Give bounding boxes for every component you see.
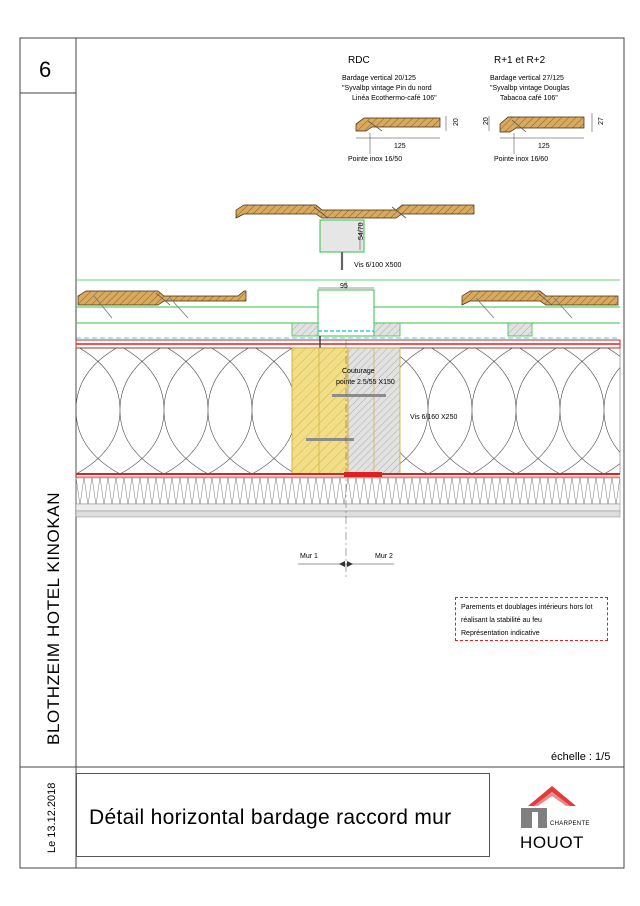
rdc-dim-width: 125 [394, 143, 406, 150]
wall-joint-axis [298, 340, 394, 578]
sheet-number: 6 [39, 57, 52, 82]
r1-line1: Bardage vertical 27/125 [490, 75, 564, 82]
upper-cladding-board [235, 204, 475, 219]
stitching-label-1: Couturage [342, 368, 375, 375]
upper-batten [319, 219, 365, 270]
batten-section-label: 54/70 [358, 222, 365, 240]
drawing-scale: échelle : 1/5 [551, 751, 611, 763]
company-subtitle: CHARPENTE [550, 821, 590, 827]
rdc-heading: RDC [348, 55, 370, 66]
r1-dim-thickness-left: 20 [483, 117, 490, 125]
rdc-line1: Bardage vertical 20/125 [342, 75, 416, 82]
r1-line2: "Syvalbp vintage Douglas [490, 85, 570, 92]
r1-dim-width: 125 [538, 143, 550, 150]
wall-posts [291, 347, 401, 475]
roof-logo-icon [521, 786, 576, 828]
company-name: HOUOT [520, 833, 584, 852]
r1-line3: Tabacoa café 106" [500, 95, 558, 102]
screw-top-label: Vis 6/100 X500 [354, 262, 401, 269]
r1-dim-thickness-right: 27 [598, 117, 605, 125]
r1-heading: R+1 et R+2 [494, 55, 546, 66]
rdc-dim-thickness: 20 [453, 118, 460, 126]
rdc-line2: "Syvalbp vintage Pin du nord [342, 85, 432, 92]
green-batten-lines [76, 279, 620, 337]
fire-stability-note: Parements et doublages intérieurs hors l… [455, 597, 608, 641]
battens-row [76, 322, 620, 339]
note-line-2: réalisant la stabilité au feu [461, 617, 542, 624]
wall1-label: Mur 1 [300, 553, 318, 560]
main-cladding-row [77, 290, 619, 319]
r1-fixing: Pointe inox 16/60 [494, 156, 548, 163]
r1-profile [488, 113, 593, 154]
drawing-title: Détail horizontal bardage raccord mur [89, 806, 452, 829]
sheet-frame [19, 37, 625, 869]
wall2-label: Mur 2 [375, 553, 393, 560]
rdc-fixing: Pointe inox 16/50 [348, 156, 402, 163]
note-line-1: Parements et doublages intérieurs hors l… [461, 604, 593, 611]
title-block: Détail horizontal bardage raccord mur [76, 773, 490, 857]
interior-layers [75, 472, 621, 518]
stitching-label-2: pointe 2.5/55 X150 [336, 379, 395, 386]
batten-width-label: 95 [340, 283, 348, 290]
screw-wall-label: Vis 6/160 X250 [410, 414, 457, 421]
rdc-profile [355, 116, 447, 154]
rdc-line3: Linéa Ecothermo-café 106" [352, 95, 437, 102]
dimension-lines [318, 222, 374, 289]
project-name: BLOTHZEIM HOTEL KINOKAN [44, 491, 63, 745]
company-logo: CHARPENTE HOUOT [512, 780, 592, 856]
note-line-3: Représentation indicative [461, 630, 540, 637]
sheet-date: Le 13.12.2018 [46, 782, 58, 853]
